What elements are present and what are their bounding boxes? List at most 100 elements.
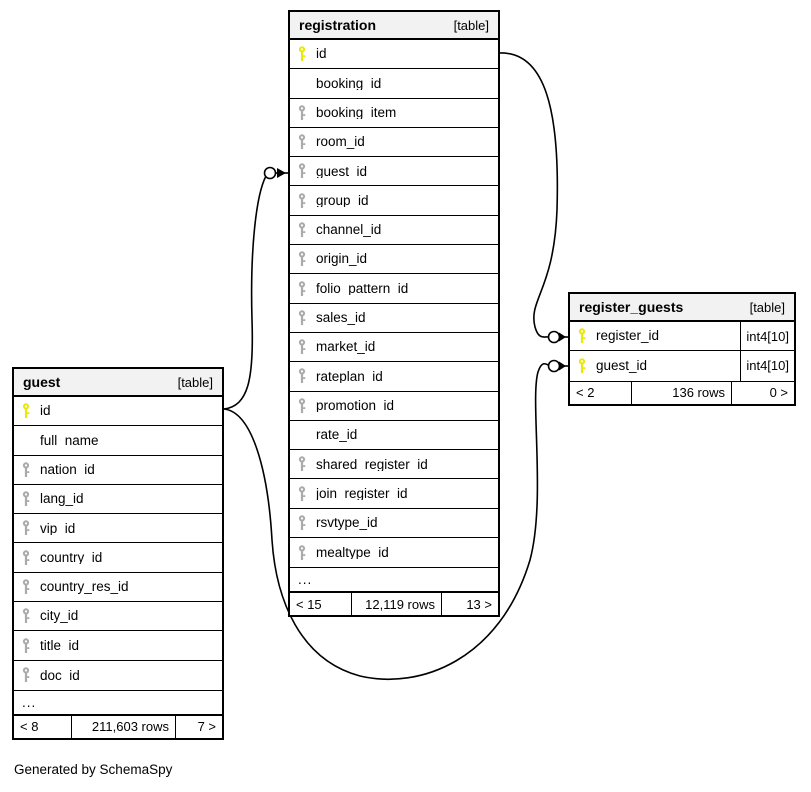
table-type-tag: [table] (453, 17, 489, 33)
table-node-guest[interactable]: guest [table] id full_name nation_id lang_i… (12, 367, 224, 740)
outgoing-relationships-count[interactable]: 0 > (769, 385, 788, 401)
column-name[interactable]: market_id (316, 340, 376, 354)
column-row[interactable]: mealtype_id (290, 538, 498, 568)
column-name[interactable]: title_id (40, 638, 80, 653)
column-row[interactable]: booking_id (290, 69, 498, 99)
table-footer-register-guests: < 2 136 rows 0 > (570, 380, 794, 404)
table-header-guest: guest [table] (14, 369, 222, 397)
column-name[interactable]: register_id (596, 329, 660, 343)
table-title: guest (23, 374, 61, 390)
table-title: register_guests (579, 299, 684, 315)
column-row[interactable]: rsvtype_id (290, 508, 498, 539)
column-row[interactable]: guest_id (290, 157, 498, 187)
column-row[interactable]: shared_register_id (290, 450, 498, 480)
column-name[interactable]: folio_pattern_id (316, 281, 409, 296)
column-name[interactable]: lang_id (40, 492, 84, 506)
column-name[interactable]: rsvtype_id (316, 516, 378, 530)
column-name[interactable]: nation_id (40, 462, 95, 477)
column-row[interactable]: room_id (290, 127, 498, 158)
column-name[interactable]: sales_id (316, 311, 366, 325)
column-name[interactable]: country_id (40, 550, 103, 565)
primary-key-icon (290, 46, 314, 62)
column-name[interactable]: room_id (316, 135, 365, 149)
column-row[interactable]: market_id (290, 332, 498, 363)
ellipsis-label: ... (22, 694, 37, 710)
column-row[interactable]: title_id (14, 631, 222, 661)
foreign-key-icon (290, 222, 314, 238)
column-row[interactable]: id (290, 40, 498, 70)
column-row[interactable]: sales_id (290, 303, 498, 333)
incoming-relationships-count[interactable]: < 2 (570, 381, 632, 404)
column-name[interactable]: id (40, 404, 51, 418)
column-row[interactable]: channel_id (290, 215, 498, 246)
edge-guest-id-to-registration-guest-id (223, 166, 288, 410)
foreign-key-icon (14, 520, 38, 536)
foreign-key-icon (290, 544, 314, 561)
column-row[interactable]: nation_id (14, 455, 222, 485)
foreign-key-icon (14, 637, 38, 654)
primary-key-icon (570, 328, 594, 344)
column-name[interactable]: promotion_id (316, 398, 395, 413)
column-name[interactable]: full_name (40, 433, 99, 448)
foreign-key-icon (290, 105, 314, 121)
column-name[interactable]: group_id (316, 193, 369, 208)
column-row[interactable]: doc_id (14, 660, 222, 690)
incoming-relationships-count[interactable]: < 15 (290, 593, 352, 616)
column-row[interactable]: country_id (14, 543, 222, 573)
column-row[interactable]: id (14, 397, 222, 427)
column-name[interactable]: rate_id (316, 428, 358, 442)
column-name[interactable]: booking_item (316, 105, 397, 120)
column-row[interactable]: country_res_id (14, 572, 222, 603)
column-name[interactable]: doc_id (40, 668, 80, 683)
generator-credit: Generated by SchemaSpy (14, 762, 173, 777)
column-name[interactable]: guest_id (316, 164, 368, 179)
column-name[interactable]: origin_id (316, 252, 368, 266)
foreign-key-icon (290, 456, 314, 472)
column-name[interactable]: shared_register_id (316, 457, 428, 472)
ellipsis-label: ... (298, 572, 313, 588)
more-columns-indicator: ... (14, 689, 222, 715)
foreign-key-icon (290, 398, 314, 414)
column-row[interactable]: booking_item (290, 98, 498, 128)
outgoing-relationships-count[interactable]: 7 > (197, 719, 216, 735)
outgoing-relationships-count[interactable]: 13 > (466, 596, 492, 612)
table-footer-registration: < 15 12,119 rows 13 > (290, 592, 498, 616)
column-name[interactable]: id (316, 47, 327, 61)
column-row[interactable]: rate_id (290, 420, 498, 451)
column-name[interactable]: booking_id (316, 76, 382, 91)
column-row[interactable]: full_name (14, 426, 222, 456)
column-row[interactable]: join_register_id (290, 479, 498, 509)
column-name[interactable]: join_register_id (316, 486, 408, 501)
foreign-key-icon (290, 515, 314, 531)
foreign-key-icon (290, 134, 314, 150)
incoming-relationships-count[interactable]: < 8 (14, 715, 72, 738)
foreign-key-icon (290, 163, 314, 179)
column-name[interactable]: guest_id (596, 359, 648, 373)
column-row[interactable]: group_id (290, 186, 498, 216)
column-row[interactable]: lang_id (14, 484, 222, 515)
table-header-register-guests: register_guests [table] (570, 294, 794, 322)
column-name[interactable]: rateplan_id (316, 369, 383, 384)
column-name[interactable]: city_id (40, 609, 79, 623)
column-row[interactable]: promotion_id (290, 391, 498, 421)
column-name[interactable]: country_res_id (40, 580, 129, 594)
foreign-key-icon (290, 251, 314, 267)
more-columns-indicator: ... (290, 567, 498, 593)
column-name[interactable]: vip_id (40, 521, 76, 536)
column-name[interactable]: mealtype_id (316, 545, 389, 560)
column-row[interactable]: vip_id (14, 514, 222, 544)
column-row[interactable]: origin_id (290, 245, 498, 275)
foreign-key-icon (14, 491, 38, 507)
column-row[interactable]: city_id (14, 602, 222, 632)
foreign-key-icon (14, 667, 38, 683)
column-row[interactable]: rateplan_id (290, 362, 498, 392)
column-name[interactable]: channel_id (316, 223, 382, 237)
foreign-key-icon (14, 549, 38, 566)
column-row[interactable]: folio_pattern_id (290, 274, 498, 304)
table-type-tag: [table] (749, 299, 785, 315)
